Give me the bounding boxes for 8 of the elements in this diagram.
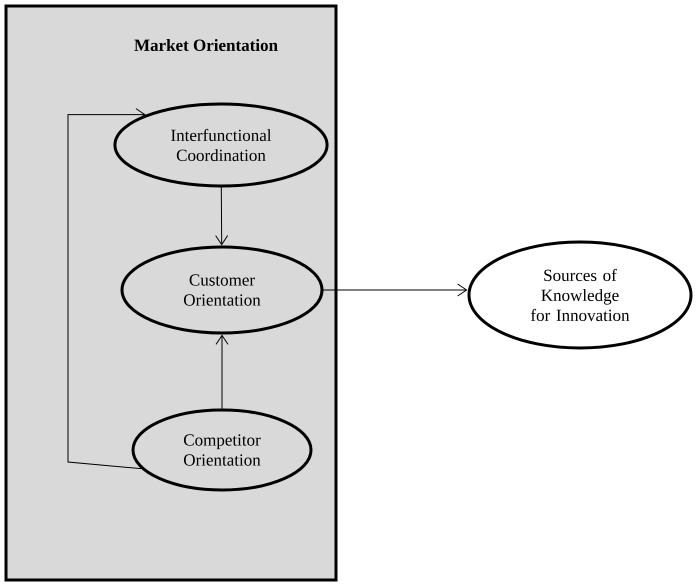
ellipse-node: Customer Orientation <box>120 246 324 334</box>
arrow <box>68 108 146 470</box>
ellipse-node: Competitor Orientation <box>132 408 312 492</box>
ellipse-node: Interfunctional Coordination <box>113 102 329 188</box>
arrow <box>215 187 228 246</box>
arrow <box>216 334 228 409</box>
ellipse-node: Sources of Knowledge for Innovation <box>468 240 692 350</box>
arrow <box>323 284 468 296</box>
